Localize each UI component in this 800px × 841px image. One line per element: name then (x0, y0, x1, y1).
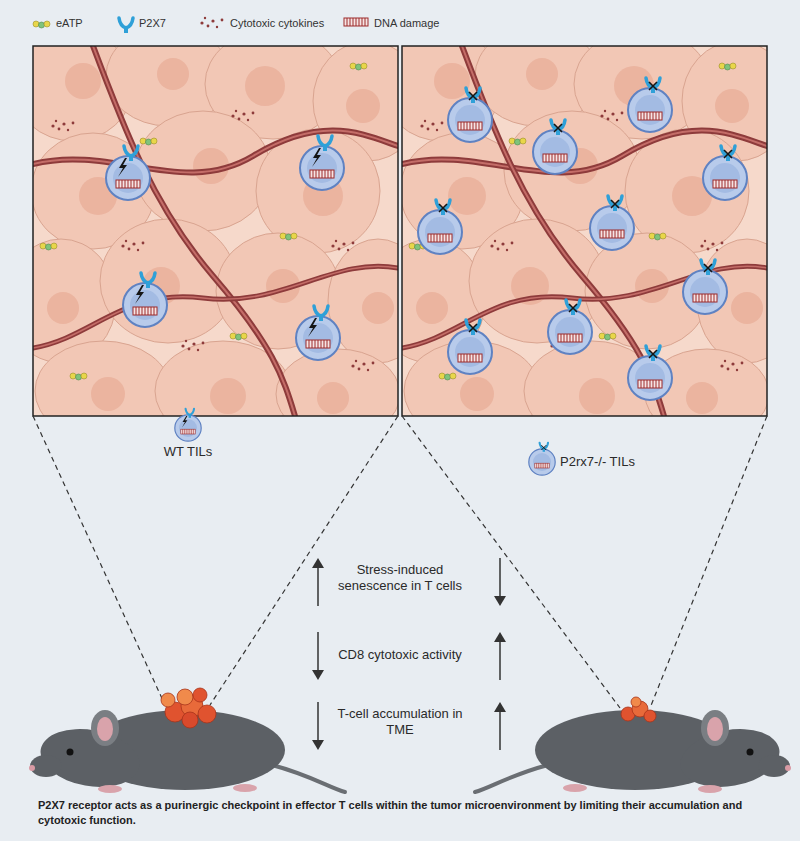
illustration (628, 78, 672, 132)
mouse-tumor (177, 689, 193, 705)
change-arrows (317, 702, 319, 742)
illustration (33, 21, 50, 28)
arrow-heads (494, 632, 506, 642)
arrow-heads (312, 558, 324, 568)
illustration (296, 306, 340, 360)
change-arrows (317, 632, 319, 672)
illustration (344, 18, 368, 26)
legend-label: P2X7 (139, 17, 166, 31)
illustration (628, 346, 672, 400)
illustration (683, 260, 727, 314)
illustration (475, 710, 791, 794)
arrow-heads (312, 558, 506, 750)
panel-border (33, 46, 398, 416)
arrow-heads (494, 702, 506, 712)
wt-tumor-panel (33, 46, 398, 416)
arrow-heads (312, 740, 324, 750)
illustration (175, 409, 201, 441)
mouse-tumor (644, 710, 656, 722)
illustration (123, 273, 167, 327)
change-arrows (499, 710, 501, 750)
mouse-tumor (182, 712, 198, 728)
illustration (533, 120, 577, 174)
mouse-tumor (193, 688, 207, 702)
illustration (200, 17, 223, 28)
group-label: P2rx7-/- TILs (560, 454, 635, 470)
mouse-tumor (631, 697, 641, 707)
mouse-tumor (621, 697, 656, 722)
illustration (448, 88, 492, 142)
panel-border (402, 46, 767, 416)
illustration (29, 710, 345, 794)
illustration (475, 710, 791, 794)
legend-label: eATP (56, 17, 83, 31)
legend-label: Cytotoxic cytokines (230, 17, 324, 31)
legend-label: DNA damage (374, 17, 439, 31)
wt-tumor-panel (33, 46, 398, 416)
effect-label: Stress-induced senescence in T cells (332, 562, 468, 595)
illustration (106, 146, 150, 200)
illustration (548, 300, 592, 354)
illustration (418, 200, 462, 254)
mouse-tumor (161, 688, 216, 728)
illustration (529, 443, 555, 475)
group-label: WT TILs (140, 444, 236, 460)
zoom-lines (650, 416, 767, 708)
illustration (344, 18, 368, 26)
zoom-lines (33, 416, 165, 705)
figure-caption: P2X7 receptor acts as a purinergic check… (38, 798, 762, 828)
ko-tumor-panel (402, 46, 767, 416)
effect-label: CD8 cytotoxic activity (332, 647, 468, 663)
illustration (703, 146, 747, 200)
mouse-tumor (161, 693, 175, 707)
zoom-lines (33, 416, 767, 708)
illustration (119, 18, 133, 33)
change-arrows (499, 640, 501, 680)
change-arrows (499, 558, 501, 598)
illustration (590, 196, 634, 250)
illustration (448, 320, 492, 374)
arrow-heads (312, 670, 324, 680)
illustration (300, 136, 344, 190)
illustration (529, 443, 555, 475)
mouse-tumor (198, 705, 216, 723)
arrow-heads (494, 596, 506, 606)
ko-tumor-panel (402, 46, 767, 416)
change-arrows (318, 558, 500, 750)
wt-tumor-panel (6, 26, 428, 441)
change-arrows (317, 566, 319, 606)
illustration (175, 409, 201, 441)
ko-tumor-panel (375, 26, 797, 441)
effect-label: T-cell accumulation in TME (332, 706, 468, 739)
